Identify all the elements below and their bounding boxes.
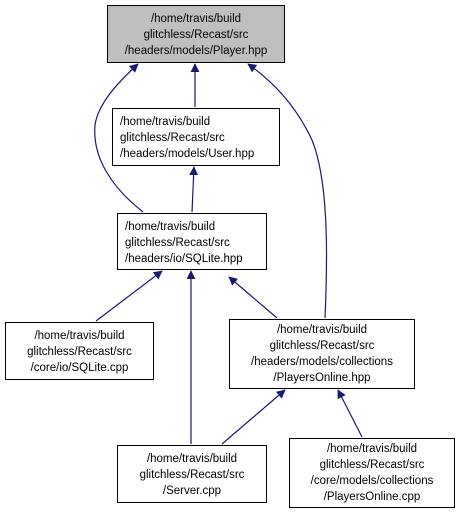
node-line: glitchless/Recast/src: [139, 469, 245, 481]
node-user-hpp[interactable]: /home/travis/build glitchless/Recast/src…: [112, 108, 280, 166]
node-line: /home/travis/build: [146, 453, 238, 465]
node-server-cpp[interactable]: /home/travis/build glitchless/Recast/src…: [117, 445, 267, 503]
edge-sqlite-hpp-to-user: [189, 166, 199, 213]
node-line: /home/travis/build: [276, 324, 368, 336]
node-line: /headers/models/User.hpp: [120, 148, 255, 160]
node-line: /PlayersOnline.cpp: [323, 491, 421, 503]
node-line: glitchless/Recast/src: [143, 29, 249, 41]
node-line: /headers/models/Player.hpp: [124, 45, 268, 57]
edge-server-to-playersonline-hpp: [221, 389, 286, 445]
edge-playersonline-hpp-to-player: [247, 63, 328, 319]
node-sqlite-cpp[interactable]: /home/travis/build glitchless/Recast/src…: [5, 322, 154, 380]
node-line: /headers/io/SQLite.hpp: [125, 253, 243, 265]
node-line: glitchless/Recast/src: [125, 237, 230, 249]
node-line: /home/travis/build: [326, 443, 418, 455]
node-line: /home/travis/build: [150, 13, 242, 25]
edge-sqlite-cpp-to-sqlite-hpp: [95, 270, 163, 322]
edge-playersonline-hpp-to-sqlite-hpp: [228, 276, 278, 319]
node-line: glitchless/Recast/src: [319, 459, 425, 471]
node-sqlite-hpp[interactable]: /home/travis/build glitchless/Recast/src…: [117, 213, 267, 270]
node-line: glitchless/Recast/src: [269, 340, 375, 352]
node-line: /PlayersOnline.hpp: [273, 372, 371, 384]
node-line: glitchless/Recast/src: [120, 132, 225, 144]
node-player-hpp[interactable]: /home/travis/build glitchless/Recast/src…: [107, 5, 285, 63]
edge-sqlite-hpp-to-player: [94, 63, 144, 213]
node-line: /home/travis/build: [120, 116, 211, 128]
node-playersonline-cpp[interactable]: /home/travis/build glitchless/Recast/src…: [289, 438, 455, 508]
edge-playersonline-cpp-to-playersonline-hpp: [337, 389, 363, 438]
node-playersonline-hpp[interactable]: /home/travis/build glitchless/Recast/src…: [229, 319, 415, 389]
node-line: /home/travis/build: [125, 221, 216, 233]
node-line: /Server.cpp: [162, 485, 222, 497]
node-line: glitchless/Recast/src: [27, 346, 132, 358]
node-line: /core/io/SQLite.cpp: [30, 362, 129, 374]
node-line: /home/travis/build: [34, 330, 125, 342]
node-line: /headers/models/collections: [251, 356, 393, 368]
node-line: /core/models/collections: [310, 475, 434, 487]
